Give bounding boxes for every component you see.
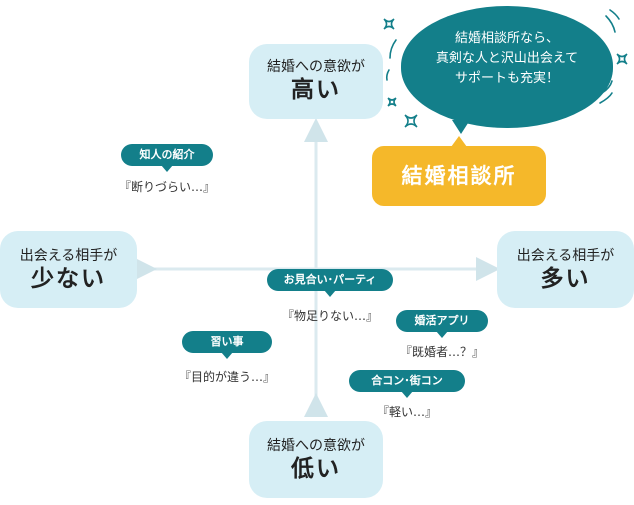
pole-few-partners: 出会える相手が 少ない	[0, 231, 137, 308]
burst-line	[389, 39, 397, 59]
sparkle-icon	[404, 114, 418, 128]
burst-line	[385, 69, 390, 81]
burst-line	[601, 80, 613, 94]
quote-omiai-party: 『物足りない…』	[281, 309, 378, 323]
sparkle-icon	[387, 97, 397, 107]
tag-lessons: 習い事	[182, 331, 272, 359]
tag-acquaintance-intro: 知人の紹介	[121, 144, 213, 172]
tag-group-date: 合コン･街コン	[349, 370, 465, 398]
pole-top-line2: 高い	[291, 77, 341, 103]
quote-lessons: 『目的が違う…』	[178, 370, 275, 384]
pole-right-line1: 出会える相手が	[516, 248, 615, 264]
pole-low-motivation: 結婚への意欲が 低い	[249, 421, 383, 498]
pole-bottom-line2: 低い	[291, 456, 341, 482]
pole-right-line2: 多い	[540, 266, 591, 292]
bubble-line-3: サポートも充実！	[454, 71, 559, 86]
pole-top-line1: 結婚への意欲が	[267, 59, 365, 75]
pole-many-partners: 出会える相手が 多い	[497, 231, 634, 308]
burst-line	[605, 15, 616, 33]
pole-left-line2: 少ない	[31, 266, 106, 292]
marriage-agency-highlight: 結婚相談所	[372, 136, 546, 206]
bubble-line-2: 真剣な人と沢山出会えて	[435, 51, 579, 66]
tag-dating-app: 婚活アプリ	[396, 310, 488, 338]
bubble-line-1: 結婚相談所なら、	[454, 31, 559, 46]
sparkle-icon	[616, 53, 628, 65]
pole-left-line1: 出会える相手が	[19, 248, 118, 264]
burst-line	[609, 9, 620, 20]
pole-bottom-line1: 結婚への意欲が	[267, 438, 365, 454]
quote-dating-app: 『既婚者…？』	[399, 345, 484, 359]
tag-omiai-party: お見合い･パーティ	[267, 269, 393, 297]
speech-bubble-tail	[452, 120, 470, 134]
sparkle-icon	[383, 18, 395, 30]
speech-bubble: 結婚相談所なら、 真剣な人と沢山出会えて サポートも充実！	[401, 6, 613, 128]
quote-group-date: 『軽い…』	[376, 405, 437, 419]
pole-high-motivation: 結婚への意欲が 高い	[249, 44, 383, 119]
burst-line	[599, 92, 613, 104]
quote-acquaintance-intro: 『断りづらい…』	[118, 180, 215, 194]
